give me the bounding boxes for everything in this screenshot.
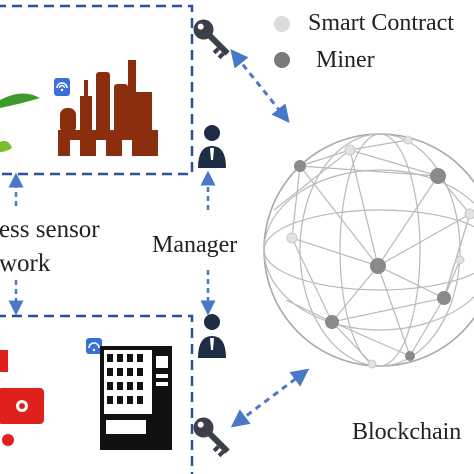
factory-icon [58,60,158,156]
key-icon [193,19,230,60]
globe-contract-nodes [286,135,474,369]
key-blockchain-arrow-top [230,48,290,124]
key-icon [193,417,230,458]
manager-label: Manager [152,232,238,258]
blockchain-label: Blockchain [352,419,462,445]
robot-icon [0,350,44,446]
key-blockchain-arrow-bottom [230,368,310,428]
plant-icon [0,93,40,152]
manager-person-icon [198,125,226,168]
sensor-group-frame [0,4,194,176]
wifi-icon [86,338,102,354]
sensor-network-label-line2: twork [0,250,51,277]
legend-smart-contract-label: Smart Contract [308,10,454,36]
device-group-frame [0,314,194,474]
manager-person-icon [198,314,226,358]
vending-machine-icon [100,346,172,450]
wifi-icon [54,78,70,96]
globe-miner-nodes [294,160,451,361]
sensor-network-label-line1: less sensor [0,216,100,243]
legend-smart-contract-dot [274,16,290,32]
legend-miner-dot [274,52,290,68]
legend-miner-label: Miner [316,47,375,73]
